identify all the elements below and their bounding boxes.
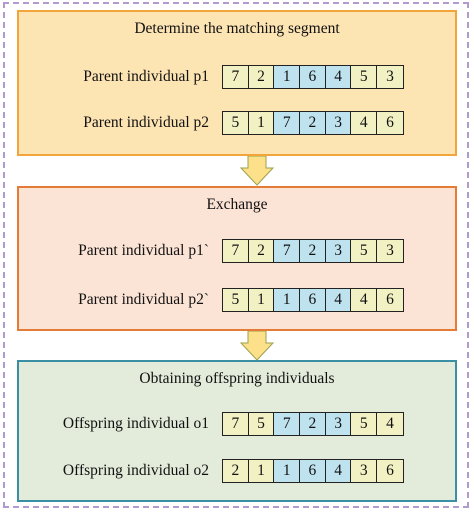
gene-cell: 6 — [300, 66, 326, 88]
gene-cell: 5 — [351, 240, 378, 262]
gene-cell: 6 — [300, 289, 326, 311]
gene-cell: 7 — [274, 112, 301, 134]
gene-cell: 4 — [377, 413, 403, 435]
gene-cell: 7 — [223, 240, 249, 262]
row-label: Parent individual p1` — [78, 242, 209, 259]
gene-cell: 1 — [274, 460, 301, 482]
gene-cell: 3 — [325, 112, 352, 134]
gene-cell: 7 — [274, 240, 301, 262]
outer-dashed-frame — [3, 2, 469, 508]
gene-cell: 1 — [248, 289, 275, 311]
gene-cell: 6 — [377, 460, 403, 482]
gene-cell: 3 — [351, 460, 378, 482]
gene-cell: 5 — [248, 413, 275, 435]
gene-cell: 2 — [300, 240, 326, 262]
gene-cell: 2 — [300, 413, 326, 435]
down-arrow-icon — [239, 156, 275, 186]
gene-cell: 5 — [351, 66, 378, 88]
gene-cell: 1 — [274, 289, 301, 311]
panel-title: Obtaining offspring individuals — [139, 370, 335, 387]
panel-title: Determine the matching segment — [134, 20, 340, 37]
gene-cell: 3 — [377, 66, 403, 88]
gene-cell: 4 — [325, 66, 352, 88]
gene-cell: 7 — [223, 413, 249, 435]
gene-cell: 1 — [274, 66, 301, 88]
down-arrow-icon — [239, 331, 275, 361]
gene-cell: 6 — [300, 460, 326, 482]
gene-cell: 7 — [274, 413, 301, 435]
gene-cell: 3 — [377, 240, 403, 262]
gene-cell: 6 — [377, 112, 403, 134]
gene-cell: 6 — [377, 289, 403, 311]
gene-cell: 4 — [351, 289, 378, 311]
gene-cell: 2 — [300, 112, 326, 134]
gene-cell: 4 — [351, 112, 378, 134]
gene-cell: 2 — [248, 66, 275, 88]
gene-cell: 3 — [325, 413, 352, 435]
gene-cell: 5 — [223, 112, 249, 134]
gene-cell: 5 — [223, 289, 249, 311]
gene-cell: 1 — [248, 460, 275, 482]
gene-cell: 4 — [325, 460, 352, 482]
panel-offspring: Obtaining offspring individuals Offsprin… — [17, 360, 457, 502]
gene-cell: 2 — [223, 460, 249, 482]
row-label: Offspring individual o1 — [62, 415, 209, 432]
row-label: Parent individual p1 — [83, 68, 209, 85]
gene-cell: 7 — [223, 66, 249, 88]
row-label: Offspring individual o2 — [62, 462, 209, 479]
panel-title: Exchange — [206, 196, 268, 213]
gene-cell: 2 — [248, 240, 275, 262]
gene-cell: 4 — [325, 289, 352, 311]
panel-matching-segment: Determine the matching segment Parent in… — [17, 10, 457, 156]
gene-cell: 5 — [351, 413, 378, 435]
row-label: Parent individual p2` — [78, 291, 209, 308]
row-label: Parent individual p2 — [83, 114, 209, 131]
gene-cell: 3 — [325, 240, 352, 262]
gene-cell: 1 — [248, 112, 275, 134]
